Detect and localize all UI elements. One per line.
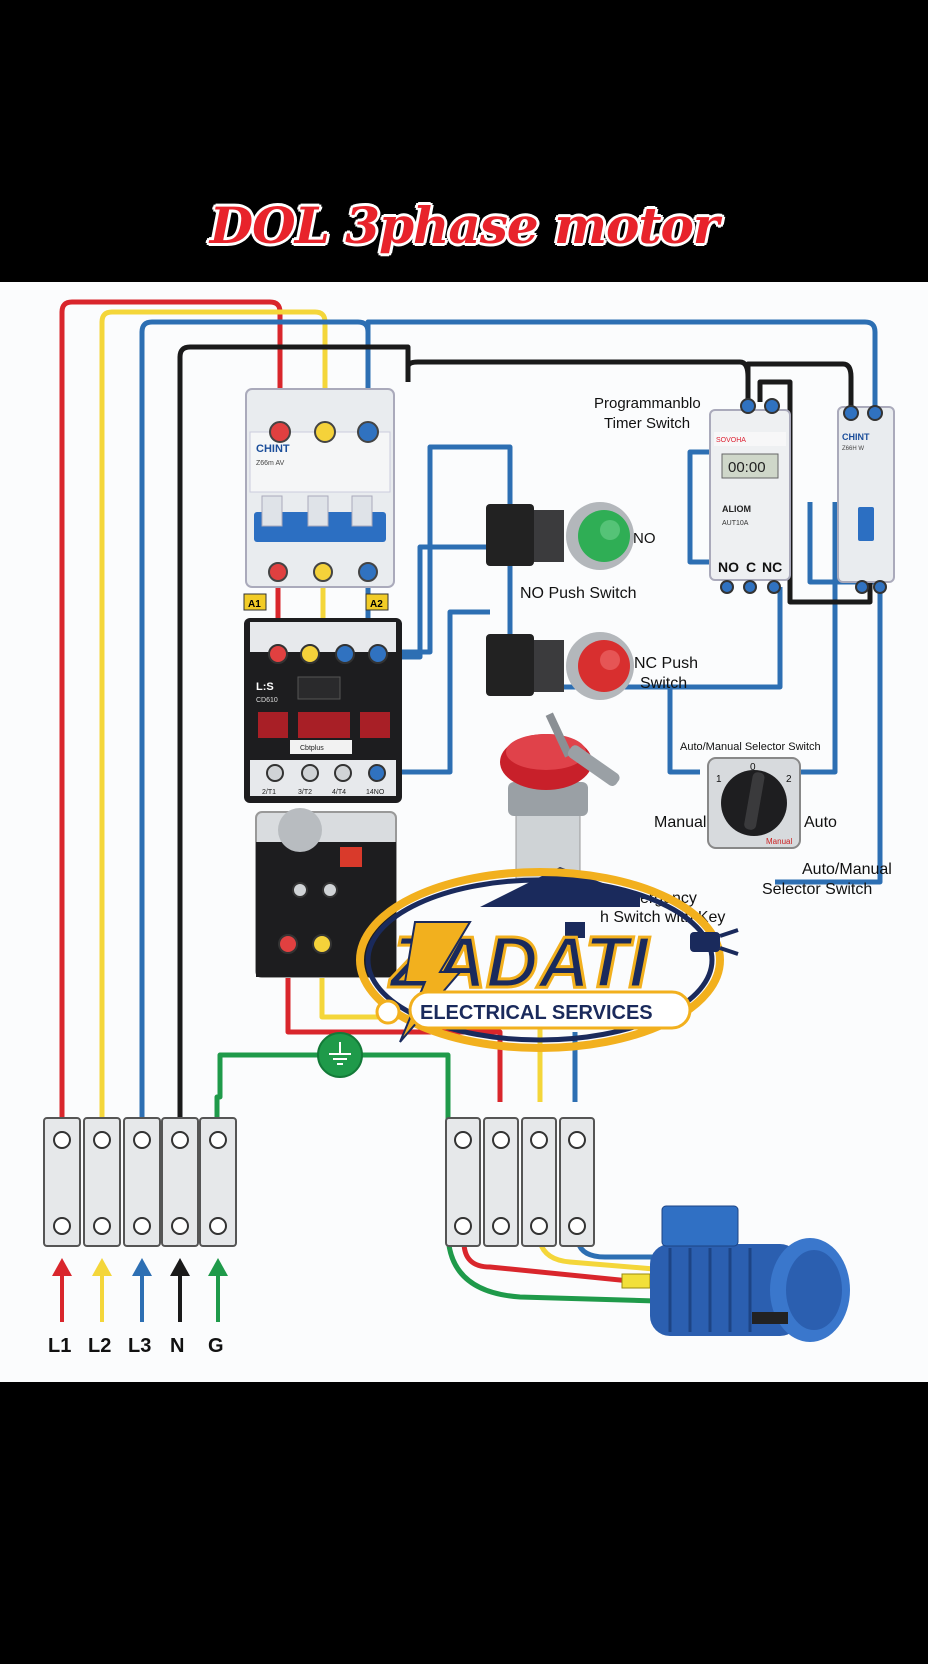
header-band <box>0 0 928 282</box>
selector-top-label: Auto/Manual Selector Switch <box>680 741 821 753</box>
breaker-brand-label: CHINT <box>256 443 290 455</box>
selector-pos-2: 2 <box>786 774 792 785</box>
selector-brand-label: Manual <box>766 837 792 846</box>
wiring-diagram: CHINT Z66m AV A1 A2 L:S CD610 Cbtplus <box>0 282 928 1382</box>
supply-label-l3: L3 <box>128 1335 151 1357</box>
timer-model-label: AUT10A <box>722 520 749 527</box>
timer-display: 00:00 <box>728 459 766 476</box>
nc-push-button: NC Push Switch <box>486 632 698 700</box>
manual-label: Manual <box>654 814 706 831</box>
supply-terminal-block <box>43 1117 237 1247</box>
logo-tagline: ELECTRICAL SERVICES <box>420 1002 653 1024</box>
timer-brand-label: SOVOHA <box>716 437 746 444</box>
contactor-terminal-label: 14NO <box>366 789 385 796</box>
earth-ground-icon <box>317 1032 363 1078</box>
timer-no-label: NO <box>718 559 739 575</box>
nc-push-switch-label: Switch <box>640 675 687 692</box>
contactor-terminal-label: 2/T1 <box>262 789 276 796</box>
contactor-brand-label: L:S <box>256 681 274 693</box>
no-button-label: NO <box>633 530 656 547</box>
footer-band <box>0 1382 928 1664</box>
selector-bottom-label: Selector Switch <box>762 881 872 898</box>
small-breaker-brand: CHINT <box>842 432 870 442</box>
breaker-model-label: Z66m AV <box>256 460 285 467</box>
no-push-switch-label: NO Push Switch <box>520 585 636 602</box>
main-circuit-breaker: CHINT Z66m AV <box>245 388 395 588</box>
supply-arrows <box>52 1258 228 1322</box>
timer-switch: Programmanblo Timer Switch SOVOHA 00:00 … <box>594 395 791 594</box>
supply-label-l1: L1 <box>48 1335 71 1357</box>
contactor-terminal-label: 4/T4 <box>332 789 346 796</box>
contactor: A1 A2 L:S CD610 Cbtplus 2/T1 3/T2 4/T4 1… <box>243 593 402 803</box>
contactor-a1-label: A1 <box>248 599 261 610</box>
timer-switch-label: Programmanblo <box>594 395 701 412</box>
selector-bottom-label: Auto/Manual <box>802 861 892 878</box>
three-phase-motor <box>621 1205 850 1342</box>
overload-relay <box>255 808 397 978</box>
small-breaker-model: Z66H W <box>842 446 864 452</box>
motor-terminal-block <box>445 1117 595 1247</box>
timer-nc-label: NC <box>762 559 782 575</box>
supply-label-n: N <box>170 1335 184 1357</box>
auto-manual-selector-switch: Auto/Manual Selector Switch 1 0 2 Manual… <box>654 741 892 898</box>
selector-pos-1: 1 <box>716 774 722 785</box>
company-logo: ZADATI ELECTRICAL SERVICES <box>356 867 739 1052</box>
control-circuit-breaker: CHINT Z66H W <box>837 405 895 594</box>
no-push-button: NO NO Push Switch <box>486 502 656 602</box>
supply-labels: L1 L2 L3 N G <box>48 1335 224 1357</box>
supply-label-g: G <box>208 1335 224 1357</box>
contactor-terminal-label: 3/T2 <box>298 789 312 796</box>
timer-model-brand: ALIOM <box>722 504 751 514</box>
timer-c-label: C <box>746 559 756 575</box>
contactor-model-label: CD610 <box>256 697 278 704</box>
nc-push-switch-label: NC Push <box>634 655 698 672</box>
contactor-sub-label: Cbtplus <box>300 745 324 752</box>
auto-label: Auto <box>804 814 837 831</box>
selector-pos-0: 0 <box>750 762 756 773</box>
page-title: DOL 3phase motor <box>209 196 719 255</box>
supply-label-l2: L2 <box>88 1335 111 1357</box>
timer-switch-label: Timer Switch <box>604 415 690 432</box>
contactor-a2-label: A2 <box>370 599 383 610</box>
